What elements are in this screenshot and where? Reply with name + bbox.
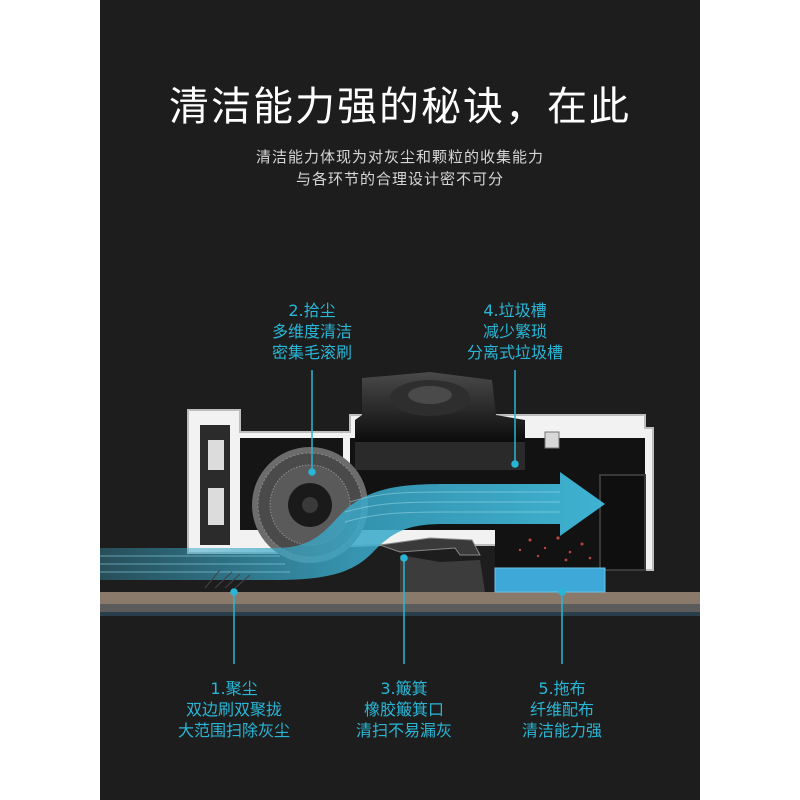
callout-line: 清洁能力强 [521,721,602,740]
callout-title: 4.垃圾槽 [483,301,547,320]
callout-dust-pickup: 2.拾尘 多维度清洁 密集毛滚刷 [227,300,397,363]
callout-title: 3.簸箕 [380,679,428,698]
callout-lines [230,370,566,664]
dust-particles [518,536,592,562]
dustpan-lip [379,537,485,592]
callout-title: 5.拖布 [538,679,586,698]
callout-line: 橡胶簸箕口 [363,700,444,719]
airflow-arrow [100,472,605,580]
callout-line: 清扫不易漏灰 [355,721,452,740]
page-title: 清洁能力强的秘诀，在此 [169,84,631,130]
callout-mop: 5.拖布 纤维配布 清洁能力强 [477,678,647,741]
callout-line: 密集毛滚刷 [271,343,352,362]
subtitle-line-2: 与各环节的合理设计密不可分 [295,170,504,188]
callout-title: 2.拾尘 [288,301,336,320]
callout-line: 大范围扫除灰尘 [177,721,290,740]
callout-line: 双边刷双聚拢 [185,700,282,719]
callout-line: 分离式垃圾槽 [466,343,563,362]
fan-housing [355,372,560,470]
callout-line: 多维度清洁 [271,322,352,341]
mop-pad [494,567,606,593]
floor [100,592,700,616]
side-brush [204,569,251,589]
callout-line: 纤维配布 [529,700,594,719]
callout-title: 1.聚尘 [210,679,258,698]
poster-panel: 清洁能力强的秘诀，在此 清洁能力体现为对灰尘和颗粒的收集能力 与各环节的合理设计… [100,0,700,800]
callout-dust-gathering: 1.聚尘 双边刷双聚拢 大范围扫除灰尘 [149,678,319,741]
callout-dustpan: 3.簸箕 橡胶簸箕口 清扫不易漏灰 [319,678,489,741]
robot-cross-section-diagram [100,370,700,664]
subtitle-line-1: 清洁能力体现为对灰尘和颗粒的收集能力 [255,148,544,166]
callout-dustbin: 4.垃圾槽 减少繁琐 分离式垃圾槽 [430,300,600,363]
callout-line: 减少繁琐 [482,322,547,341]
